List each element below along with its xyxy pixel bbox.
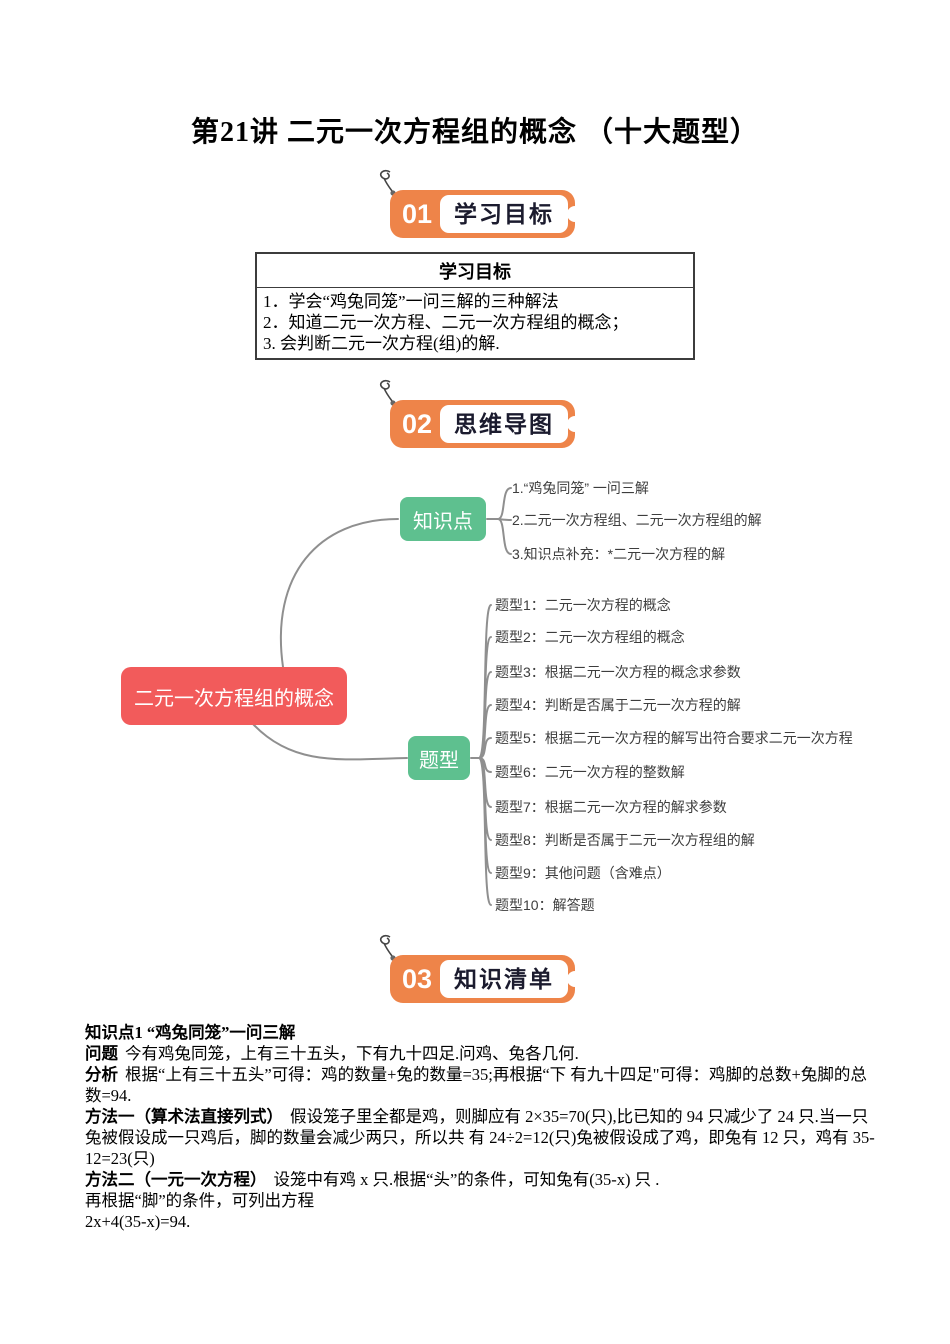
badge-box: 02 思维导图 — [390, 400, 584, 448]
problem-branch-item: 题型10：解答题 — [495, 897, 595, 913]
paragraph-problem: 问题今有鸡兔同笼，上有三十五头，下有九十四足.问鸡、兔各几何. — [85, 1043, 880, 1064]
badge-notch — [567, 971, 584, 987]
problem-branch-item: 题型2：二元一次方程组的概念 — [495, 629, 685, 645]
problem-branch-item: 题型9：其他问题（含难点） — [495, 865, 671, 881]
paragraph-text: 根据“上有三十五头”可得：鸡的数量+兔的数量=35;再根据“下 有九十四足"可得… — [85, 1065, 867, 1105]
problem-branch-item: 题型6：二元一次方程的整数解 — [495, 764, 685, 780]
knowledge-list: 知识点1 “鸡兔同笼”一问三解 问题今有鸡兔同笼，上有三十五头，下有九十四足.问… — [85, 1022, 880, 1232]
knowledge-branch-item: 2.二元一次方程组、二元一次方程组的解 — [512, 512, 762, 528]
mindmap: 二元一次方程组的概念 知识点 题型 1.“鸡兔同笼” 一问三解 2.二元一次方程… — [0, 470, 950, 940]
problem-branch-item: 题型8：判断是否属于二元一次方程组的解 — [495, 832, 755, 848]
paragraph-method-2: 方法二（一元一次方程） 设笼中有鸡 x 只.根据“头”的条件，可知兔有(35-x)… — [85, 1169, 880, 1190]
section-badge-knowledge-list: 03 知识清单 — [374, 933, 604, 1023]
mindmap-problem-node: 题型 — [408, 736, 470, 780]
section-label: 知识清单 — [440, 960, 569, 998]
badge-notch — [567, 416, 584, 432]
paragraph-text: 设笼中有鸡 x 只.根据“头”的条件，可知兔有(35-x) 只 . — [273, 1170, 660, 1189]
section-label: 学习目标 — [440, 195, 569, 233]
mindmap-root-node: 二元一次方程组的概念 — [121, 667, 347, 725]
paragraph-label: 分析 — [85, 1065, 118, 1084]
objectives-table-header: 学习目标 — [257, 254, 693, 288]
section-badge-mindmap: 02 思维导图 — [374, 378, 604, 468]
problem-branch-item: 题型5：根据二元一次方程的解写出符合要求二元一次方程 — [495, 730, 853, 746]
section-number: 01 — [402, 199, 433, 229]
objectives-table-body: 1．学会“鸡兔同笼”一问三解的三种解法 2．知道二元一次方程、二元一次方程组的概… — [257, 288, 693, 358]
section-number: 02 — [402, 409, 433, 439]
paragraph-continuation: 再根据“脚”的条件，可列出方程 — [85, 1190, 880, 1211]
objective-item: 1．学会“鸡兔同笼”一问三解的三种解法 — [263, 292, 559, 311]
problem-branch-item: 题型7：根据二元一次方程的解求参数 — [495, 799, 727, 815]
badge-notch — [567, 206, 584, 222]
mindmap-connectors — [252, 487, 512, 906]
paragraph-text: 2x+4(35-x)=94. — [85, 1212, 191, 1231]
knowledge-point-heading: 知识点1 “鸡兔同笼”一问三解 — [85, 1023, 296, 1042]
section-label: 思维导图 — [440, 405, 569, 443]
badge-box: 03 知识清单 — [390, 955, 584, 1003]
section-badge-learning-goals: 01 学习目标 — [374, 168, 604, 258]
paragraph-label: 方法一（算术法直接列式） — [85, 1107, 283, 1126]
paragraph-text: 今有鸡兔同笼，上有三十五头，下有九十四足.问鸡、兔各几何. — [125, 1044, 579, 1063]
section-number: 03 — [402, 964, 433, 994]
problem-branch-item: 题型3：根据二元一次方程的概念求参数 — [495, 664, 741, 680]
knowledge-branch-item: 3.知识点补充：*二元一次方程的解 — [512, 546, 726, 562]
objectives-table: 学习目标 1．学会“鸡兔同笼”一问三解的三种解法 2．知道二元一次方程、二元一次… — [255, 252, 695, 360]
paragraph-equation: 2x+4(35-x)=94. — [85, 1211, 880, 1232]
mindmap-knowledge-node: 知识点 — [400, 497, 486, 541]
page-title: 第21讲 二元一次方程组的概念 （十大题型） — [190, 117, 759, 148]
paragraph-label: 方法二（一元一次方程） — [85, 1170, 267, 1189]
problem-branch-item: 题型4：判断是否属于二元一次方程的解 — [495, 697, 741, 713]
badge-box: 01 学习目标 — [390, 190, 584, 238]
knowledge-branch-item: 1.“鸡兔同笼” 一问三解 — [512, 480, 649, 496]
paragraph-text: 假设笼子里全都是鸡，则脚应有 2×35=70(只),比已知的 94 只减少了 2… — [85, 1107, 875, 1168]
paragraph-text: 再根据“脚”的条件，可列出方程 — [85, 1191, 315, 1210]
paragraph-label: 问题 — [85, 1044, 118, 1063]
problem-branch-item: 题型1：二元一次方程的概念 — [495, 597, 671, 613]
paragraph-method-1: 方法一（算术法直接列式）假设笼子里全都是鸡，则脚应有 2×35=70(只),比已… — [85, 1106, 880, 1169]
paragraph-analysis: 分析根据“上有三十五头”可得：鸡的数量+兔的数量=35;再根据“下 有九十四足"… — [85, 1064, 880, 1106]
objective-item: 2．知道二元一次方程、二元一次方程组的概念； — [263, 313, 629, 332]
objective-item: 3. 会判断二元一次方程(组)的解. — [263, 334, 500, 353]
